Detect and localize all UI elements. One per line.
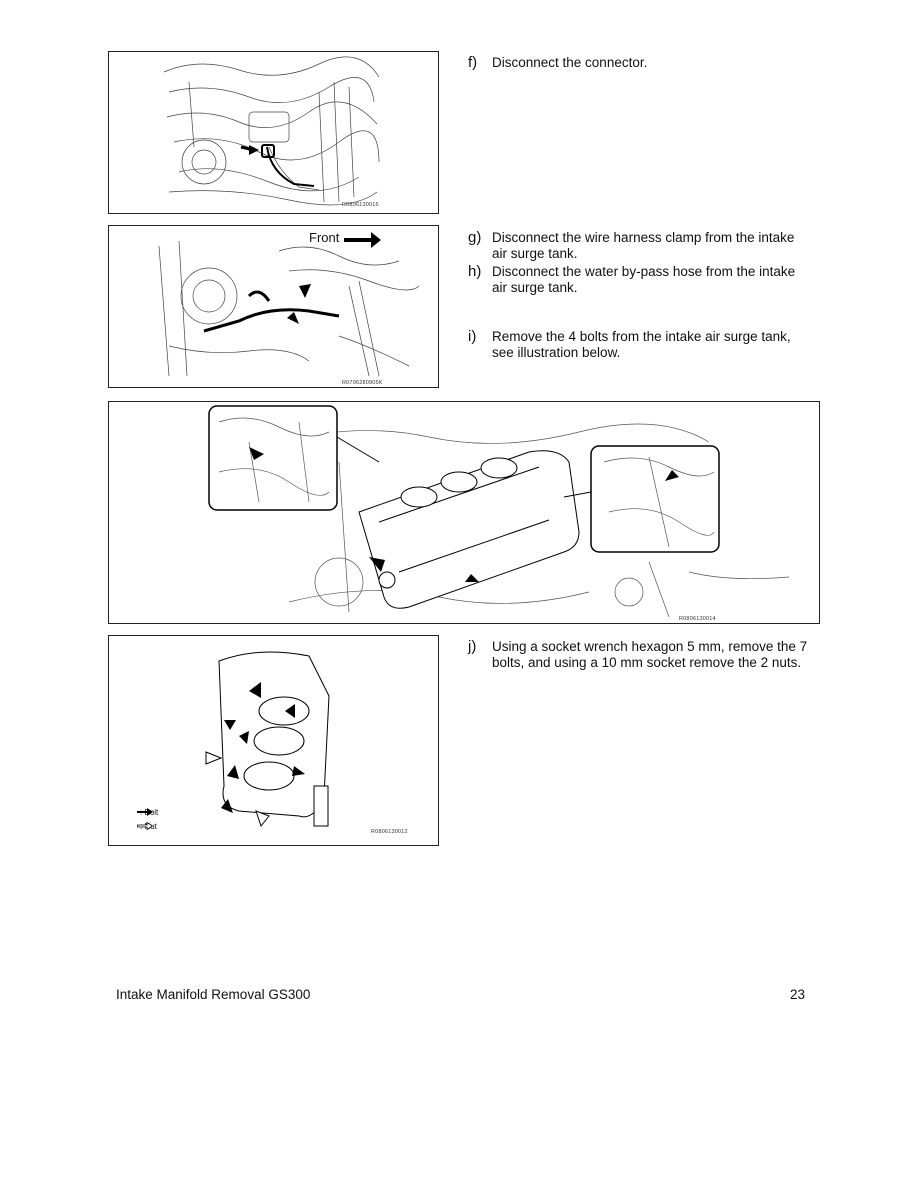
step-letter: g) xyxy=(468,229,482,246)
step-f: f) Disconnect the connector. xyxy=(468,55,812,71)
step-letter: i) xyxy=(468,328,477,345)
legend-nut: : Nut xyxy=(137,822,157,831)
step-g: g) Disconnect the wire harness clamp fro… xyxy=(468,230,812,262)
figure-code: R0806130014 xyxy=(679,616,716,622)
front-label: Front xyxy=(309,230,340,245)
step-letter: h) xyxy=(468,263,482,280)
figure-connector: R0806130015 xyxy=(108,51,439,214)
step-text: Disconnect the connector. xyxy=(492,55,648,70)
figure-surge-tank-bolts: R0806130014 xyxy=(108,401,820,624)
step-j: j) Using a socket wrench hexagon 5 mm, r… xyxy=(468,639,812,671)
arrow-icon xyxy=(240,145,259,155)
front-arrow-icon xyxy=(344,232,381,248)
figure-code: R0706280905K xyxy=(342,380,383,386)
engine-illustration xyxy=(208,405,790,618)
step-text: Remove the 4 bolts from the intake air s… xyxy=(492,329,791,360)
step-letter: j) xyxy=(468,638,477,655)
step-i: i) Remove the 4 bolts from the intake ai… xyxy=(468,329,812,361)
step-text: Disconnect the wire harness clamp from t… xyxy=(492,230,795,261)
figure-manifold-bolts-nuts: : Bolt : Nut R0806130012 xyxy=(108,635,439,846)
step-text: Using a socket wrench hexagon 5 mm, remo… xyxy=(492,639,808,670)
figure-harness-clamp: Front R0706280905K xyxy=(108,225,439,388)
figure-code: R0806130015 xyxy=(342,202,379,208)
step-h: h) Disconnect the water by-pass hose fro… xyxy=(468,264,812,296)
footer-title: Intake Manifold Removal GS300 xyxy=(116,987,311,1002)
page-number: 23 xyxy=(790,987,806,1002)
engine-illustration xyxy=(158,232,420,377)
step-text: Disconnect the water by-pass hose from t… xyxy=(492,264,796,295)
step-letter: f) xyxy=(468,54,478,71)
manifold-illustration xyxy=(205,651,330,828)
legend-bolt: : Bolt xyxy=(137,808,158,817)
figure-code: R0806130012 xyxy=(371,829,408,835)
engine-illustration xyxy=(163,56,380,206)
